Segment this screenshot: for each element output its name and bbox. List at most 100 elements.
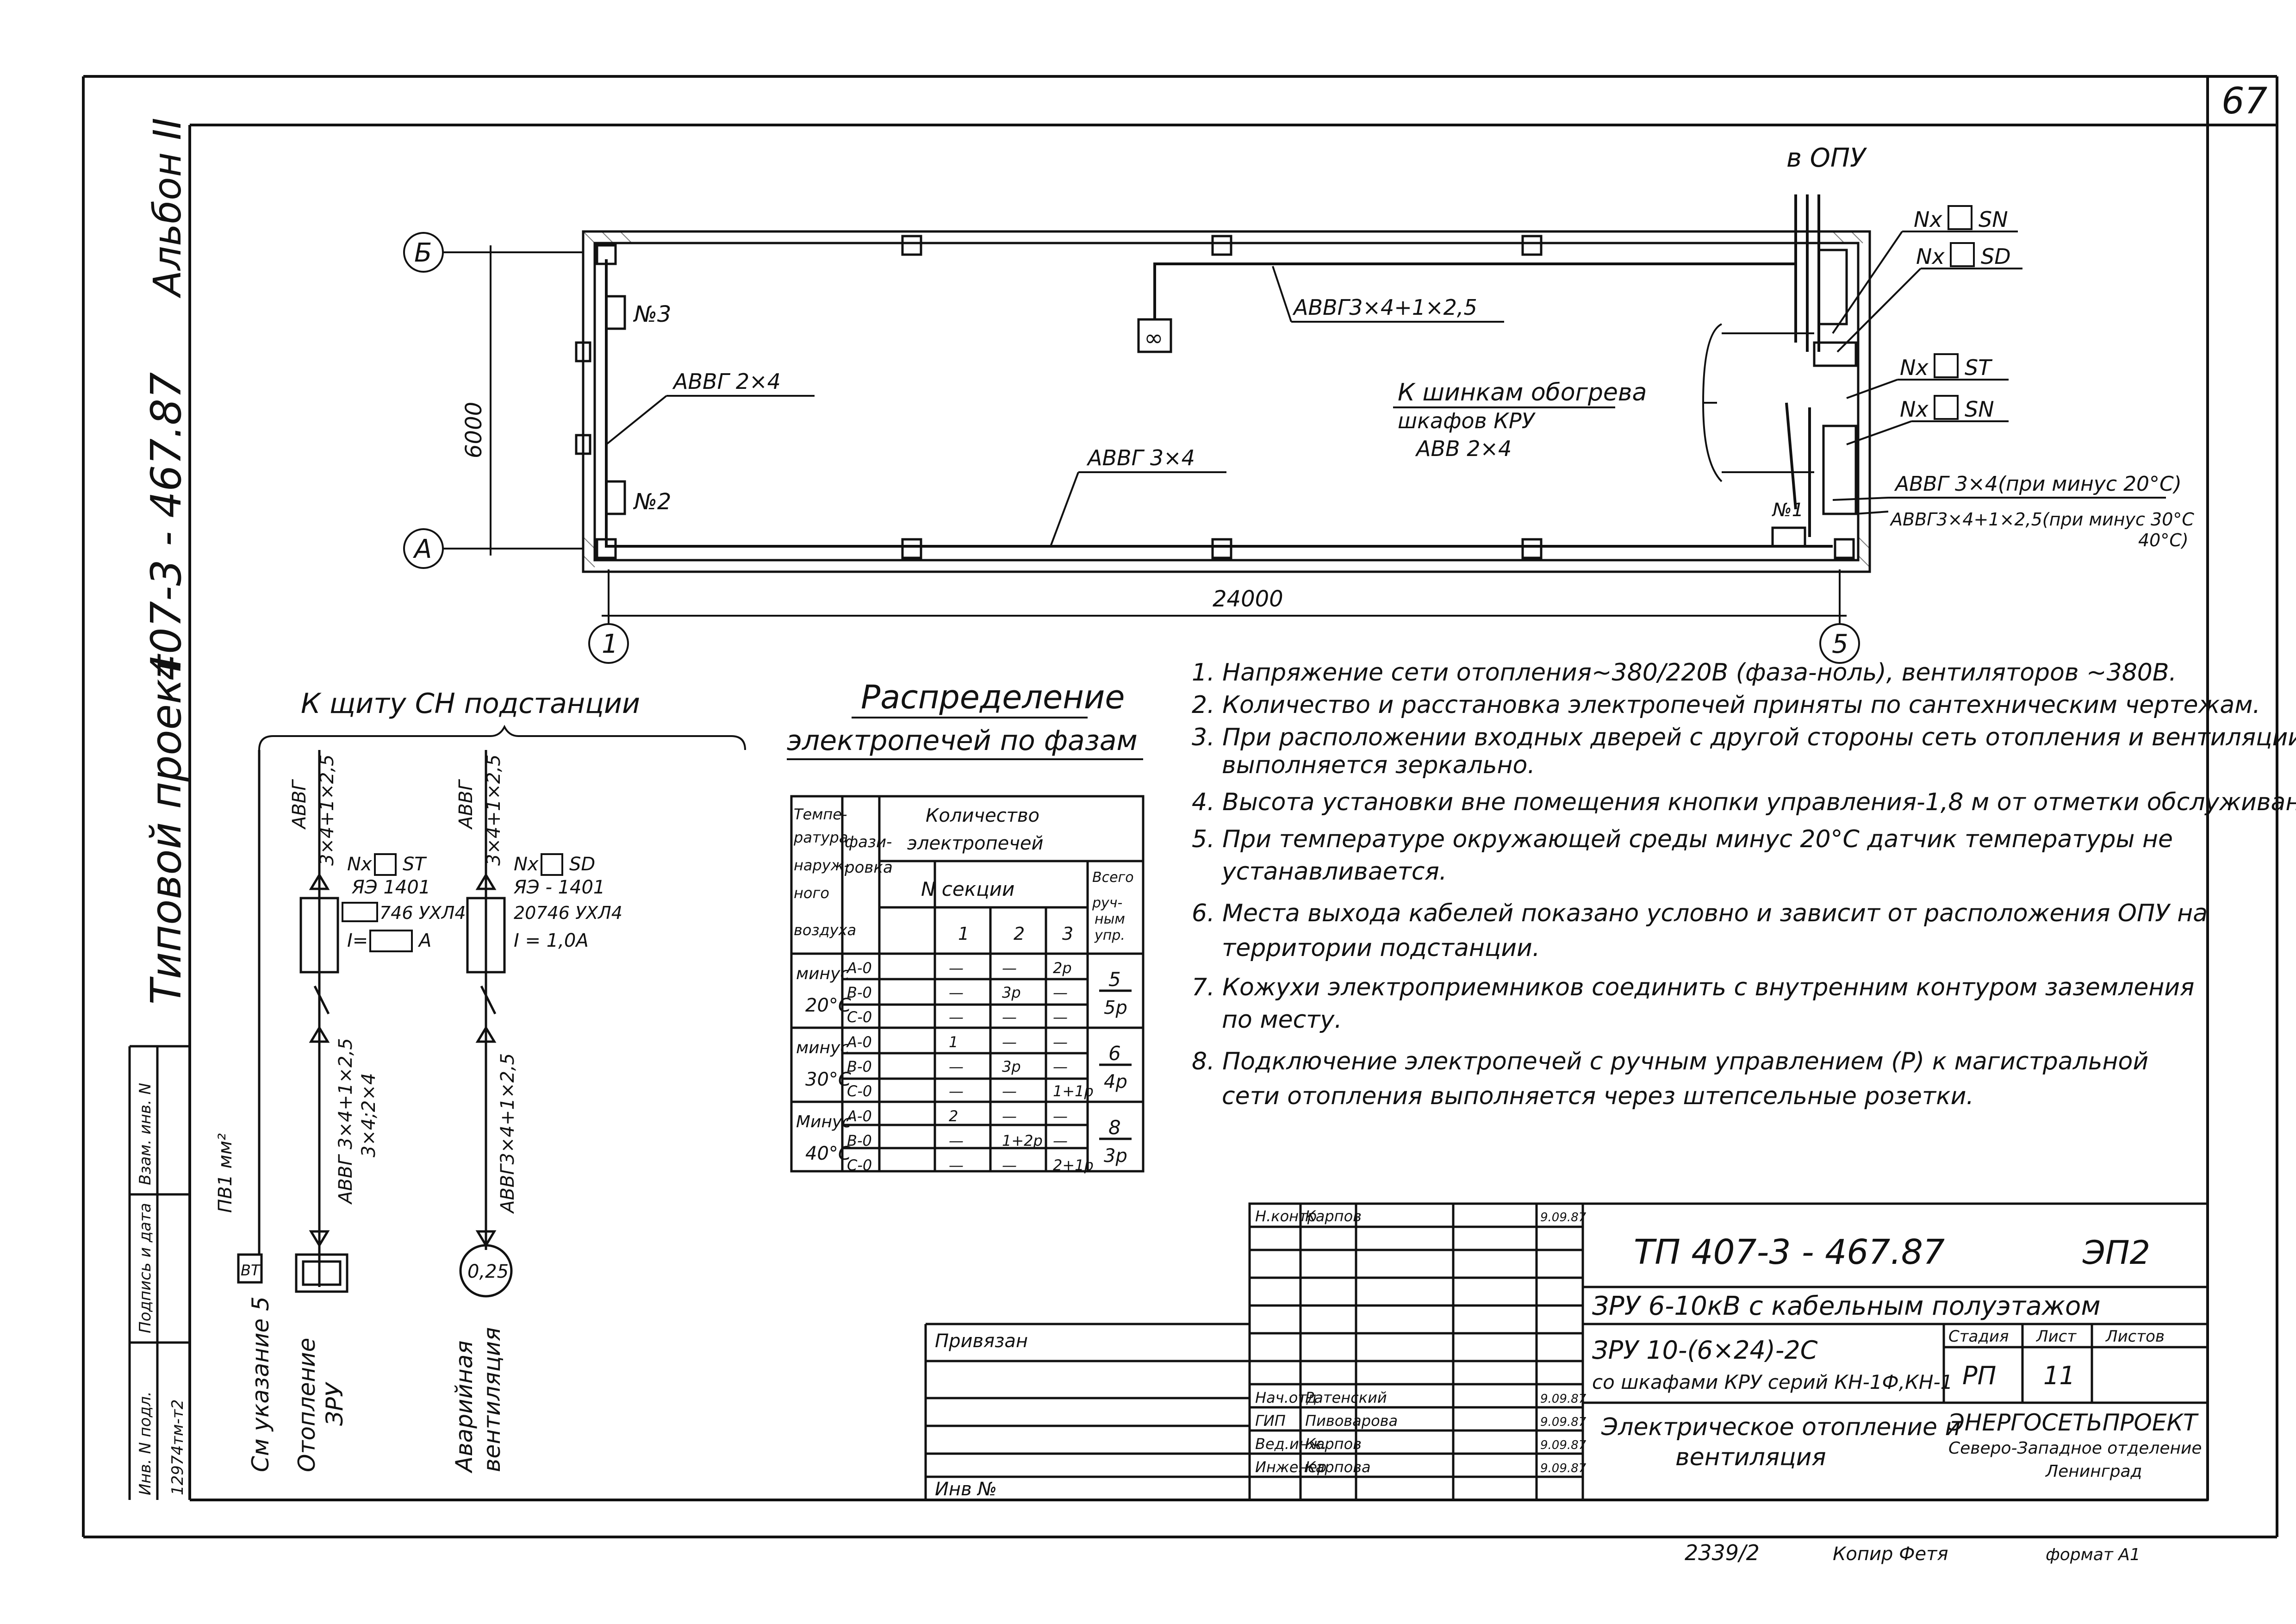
tb-role: Н.контр [1255,1207,1317,1225]
svg-text:А: А [417,930,431,951]
busbars-label-1: К шинкам обогрева [1398,379,1647,406]
svg-text:ST: ST [403,854,427,875]
cable-avvg-3x4-1x25: АВВГ3×4+1×2,5 [1292,295,1477,320]
tb-sheets-h: Листов [2105,1327,2165,1346]
strip-inv-val: 12974тм-т2 [168,1399,187,1495]
tb-mark: ЭП2 [2082,1234,2150,1272]
busbars-label-2: шкафов КРУ [1398,408,1536,433]
svg-text:0,25: 0,25 [467,1261,509,1282]
h-qty-0: Количество [926,805,1039,826]
svg-text:Nx: Nx [347,854,372,875]
svg-text:Nx: Nx [1900,355,1929,380]
dist-phase: А-0 [846,959,872,977]
tb-date: 9.09.87 [1540,1438,1587,1452]
nx-sn-top: Nx SN [1914,205,2008,232]
svg-text:АВВГ3×4+1×2,5: АВВГ3×4+1×2,5 [497,1053,518,1214]
dist-phase: С-0 [847,1082,872,1100]
tb-org-b: Северо-Западное отделение [1948,1439,2202,1458]
svg-text:ЯЭ - 1401: ЯЭ - 1401 [513,877,605,898]
note-line: 2. Количество и расстановка электропечей… [1192,691,2260,719]
dist-s3: — [1053,1058,1068,1075]
tb-line2b: со шкафами КРУ серий КН-1Ф,КН-1 [1592,1371,1953,1393]
dist-total-top: 5 [1108,968,1121,991]
heater-1-icon [1771,526,1806,548]
svg-text:1 2 3: 1 2 3 [958,924,1073,944]
dist-temp-a: минус [796,1038,849,1057]
strip-podpis: Подпись и дата [136,1203,155,1333]
dist-temp-b: 40°С [805,1143,851,1164]
tb-title-b: вентиляция [1675,1443,1826,1471]
heater-1-label: №1 [1772,500,1804,521]
dist-temp-b: 30°С [805,1069,851,1090]
schematic-title: К щиту СН подстанции [301,687,640,720]
svg-text:Nx: Nx [1916,244,1945,269]
project-code-vertical: 407-3 - 467.87 [142,372,191,681]
svg-text:SN: SN [1965,397,1994,422]
notes: 1. Напряжение сети отопления~380/220В (ф… [1192,659,2296,1110]
note-line: территории подстанции. [1222,934,1540,962]
note-line: устанавливается. [1221,858,1447,886]
supply-schematic: К щиту СН подстанции АВВГ 3×4+1×2,5 АВВГ… [215,687,746,1474]
title-block: ТП 407-3 - 467.87 ЭП2 ЗРУ 6-10кВ с кабел… [924,1202,2209,1501]
svg-text:ST: ST [1965,355,1993,380]
cable-minus20: АВВГ 3×4(при минус 20°С) [1894,472,2182,496]
svg-text:ЯЭ 1401: ЯЭ 1401 [351,877,430,898]
h-qty-1: электропечей [907,833,1043,854]
fan-box-icon [1137,318,1172,353]
note-line: 3. При расположении входных дверей с дру… [1192,724,2296,751]
svg-text:ПВ1 мм²: ПВ1 мм² [215,1133,236,1213]
footer-kopir: Копир Фетя [1833,1543,1948,1565]
h-temp-2: наруж- [794,856,849,874]
tb-line1: ЗРУ 6-10кВ с кабельным полуэтажом [1592,1291,2101,1321]
tb-org-c: Ленинград [2045,1462,2142,1481]
svg-text:Темпе- ратура нару: Темпе- ратура наруж- ного воздуха [793,806,856,939]
h-phase-1: ровка [844,858,893,877]
note-line: выполняется зеркально. [1222,751,1535,779]
svg-text:SD: SD [569,854,595,875]
dist-s1: — [949,1058,964,1075]
svg-text:SN: SN [1979,207,2008,232]
dist-phase: В-0 [847,984,872,1001]
dist-s1: — [949,1008,964,1026]
tb-date: 9.09.87 [1540,1392,1587,1406]
dist-total-bottom: 3р [1104,1145,1127,1167]
dist-s1: — [949,959,964,977]
svg-text:Nx: Nx [1914,207,1942,232]
dist-s1: — [949,1082,964,1100]
nx-st: Nx ST [1900,353,1993,380]
svg-text:Аварийная: Аварийная [451,1341,478,1474]
note-line: 6. Места выхода кабелей показано условно… [1192,899,2208,927]
dist-s2: — [1002,1156,1017,1174]
dist-temp-a: Минус [796,1112,851,1131]
svg-text:I=: I= [347,930,368,951]
svg-text:АВВГ 3×4+1×2,5: АВВГ 3×4+1×2,5 [335,1038,356,1205]
tb-role: ГИП [1255,1412,1286,1430]
tb-inv: Инв № [935,1479,997,1500]
dist-s3: — [1053,1008,1068,1026]
axis-5-label: 5 [1832,629,1848,659]
h-phase-0: фази- [845,833,892,851]
svg-text:АВВГ: АВВГ [455,779,477,830]
heater-2-icon [605,480,626,515]
svg-text:АВВГ: АВВГ [289,779,310,830]
strip-vzam: Взам. инв. N [136,1083,155,1185]
dist-s2: — [1002,1033,1017,1051]
tb-role: Вед.инж. [1255,1435,1327,1453]
h-temp-0: Темпе- [794,806,847,823]
dist-s3: 2р [1053,959,1072,977]
tb-name: Карпов [1305,1435,1362,1453]
heater-3-label: №3 [633,301,671,327]
dist-s2: 3р [1002,1058,1021,1075]
dist-temp-a: минус [796,964,849,983]
dist-s3: 2+1р [1053,1156,1094,1174]
note-line: сети отопления выполняется через штепсел… [1222,1082,1974,1110]
heater-2-label: №2 [633,489,671,515]
svg-text:20746 УХЛ4: 20746 УХЛ4 [514,903,622,923]
dist-s1: 2 [949,1107,958,1125]
dist-s3: 1+1р [1053,1082,1094,1100]
nx-sd-top: Nx SD [1916,242,2011,269]
dist-phase: А-0 [846,1033,872,1051]
h-temp-1: ратура [793,829,848,846]
dist-title-2: электропечей по фазам [787,725,1138,757]
